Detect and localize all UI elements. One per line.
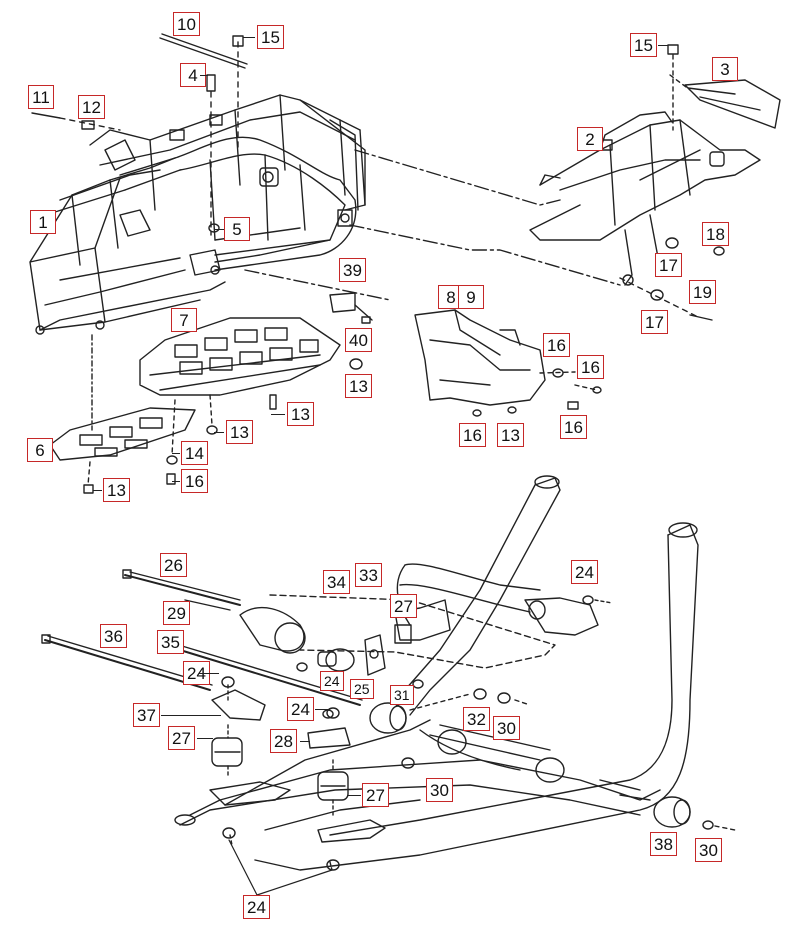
callout-part-30-a: 30 <box>493 716 520 740</box>
callout-part-13-d: 13 <box>226 420 253 444</box>
callout-part-34: 34 <box>323 570 350 594</box>
callout-part-24-a: 24 <box>571 560 598 584</box>
callout-part-16-a: 16 <box>543 333 570 357</box>
callout-part-27-c: 27 <box>362 783 389 807</box>
callout-part-13-b: 13 <box>287 402 314 426</box>
callout-part-25: 25 <box>350 679 374 699</box>
callout-part-1: 1 <box>30 210 56 234</box>
skid-plate-large <box>139 317 341 396</box>
callout-part-33: 33 <box>355 563 382 587</box>
callout-part-26: 26 <box>160 553 187 577</box>
callout-part-38: 38 <box>650 832 677 856</box>
callout-part-15-a: 15 <box>257 25 284 49</box>
main-frame <box>29 94 366 335</box>
callout-part-30-b: 30 <box>426 778 453 802</box>
callout-part-40: 40 <box>345 328 372 352</box>
skid-plate-small <box>49 407 196 461</box>
callout-part-29: 29 <box>163 601 190 625</box>
callout-part-30-c: 30 <box>695 838 722 862</box>
callout-part-35: 35 <box>157 630 184 654</box>
callout-part-18: 18 <box>702 222 729 246</box>
callout-part-17-a: 17 <box>655 253 682 277</box>
callout-part-14: 14 <box>181 441 208 465</box>
callout-part-28: 28 <box>270 729 297 753</box>
callout-part-10: 10 <box>173 12 200 36</box>
callout-part-37: 37 <box>133 703 160 727</box>
callout-part-7: 7 <box>171 308 197 332</box>
callout-part-16-b: 16 <box>577 355 604 379</box>
callout-part-19: 19 <box>689 280 716 304</box>
callout-part-24-c: 24 <box>320 671 344 691</box>
rear-subframe <box>529 111 761 286</box>
callout-part-16-e: 16 <box>181 469 208 493</box>
callout-part-13-c: 13 <box>497 423 524 447</box>
callout-part-5: 5 <box>224 217 250 241</box>
callout-part-13-e: 13 <box>103 478 130 502</box>
callout-part-13-a: 13 <box>345 374 372 398</box>
splash-guard <box>414 309 546 406</box>
callout-part-11: 11 <box>28 85 54 109</box>
callout-part-36: 36 <box>100 624 127 648</box>
callout-part-16-c: 16 <box>459 423 486 447</box>
callout-part-32: 32 <box>463 707 490 731</box>
callout-part-27-a: 27 <box>390 594 417 618</box>
callout-part-39: 39 <box>339 258 366 282</box>
callout-part-24-e: 24 <box>243 895 270 919</box>
callout-part-17-b: 17 <box>641 310 668 334</box>
callout-part-24-d: 24 <box>287 697 314 721</box>
callout-part-12: 12 <box>78 95 105 119</box>
callout-part-16-d: 16 <box>560 415 587 439</box>
callout-part-2: 2 <box>577 127 603 151</box>
callout-part-31: 31 <box>390 685 414 705</box>
callout-part-6: 6 <box>27 438 53 462</box>
callout-part-3: 3 <box>712 57 738 81</box>
callout-part-27-b: 27 <box>168 726 195 750</box>
callout-part-15-b: 15 <box>630 33 657 57</box>
callout-part-9: 9 <box>458 285 484 309</box>
